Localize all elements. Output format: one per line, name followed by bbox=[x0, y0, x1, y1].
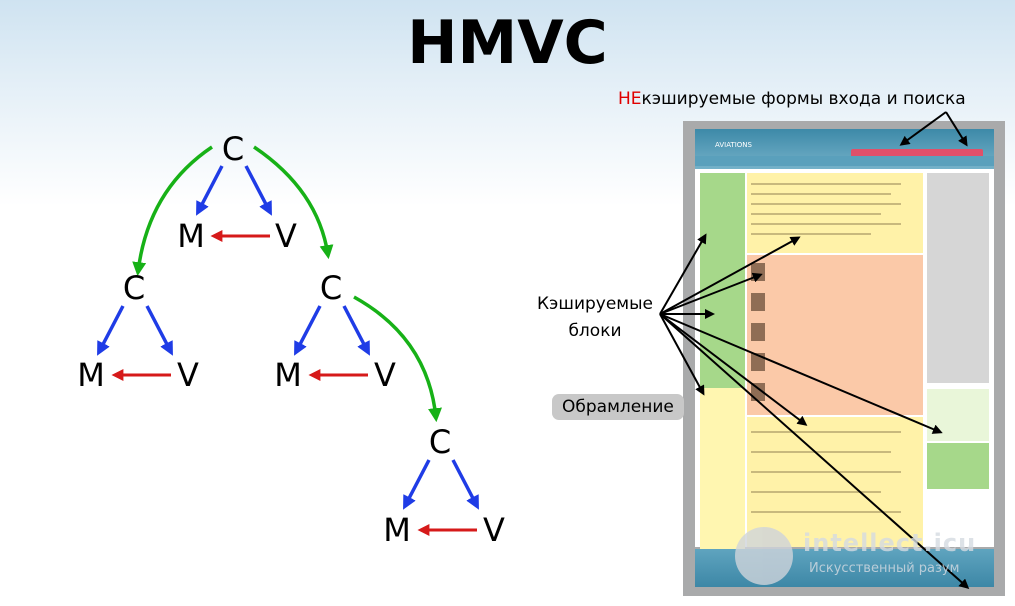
callout-cached-line1: Кэшируемые bbox=[536, 294, 654, 314]
node-controller: C bbox=[320, 269, 342, 307]
edge-c3-c4 bbox=[353, 295, 442, 423]
text-line bbox=[751, 213, 881, 215]
block-dictionary bbox=[927, 443, 989, 489]
text-line bbox=[751, 183, 901, 185]
callout-cached-line2: блоки bbox=[568, 321, 622, 341]
watermark-logo-icon bbox=[735, 527, 793, 585]
node-controller: C bbox=[222, 130, 244, 168]
site-nav-bar bbox=[695, 156, 994, 166]
edge-c1-m bbox=[196, 165, 224, 216]
person-photo bbox=[751, 323, 765, 341]
callout-not-prefix: НЕ bbox=[618, 89, 642, 109]
login-search-forms bbox=[851, 149, 983, 159]
node-view: V bbox=[374, 356, 396, 394]
watermark-name: intellect.icu bbox=[803, 529, 977, 557]
node-model: M bbox=[383, 511, 411, 549]
edge-c2-m bbox=[97, 305, 125, 356]
site-logo: AVIATIONS bbox=[715, 141, 752, 149]
text-line bbox=[751, 431, 901, 433]
node-controller: C bbox=[123, 269, 145, 307]
text-line bbox=[751, 471, 901, 473]
site-header: AVIATIONS bbox=[695, 129, 994, 176]
edge-c1-c2 bbox=[132, 145, 213, 277]
text-line bbox=[751, 233, 871, 235]
node-model: M bbox=[177, 217, 205, 255]
edge-c3-v bbox=[342, 305, 370, 356]
callout-forms-text: кэшируемые формы входа и поиска bbox=[641, 89, 966, 109]
person-photo bbox=[751, 383, 765, 401]
block-about bbox=[927, 173, 989, 383]
text-line bbox=[751, 223, 901, 225]
node-model: M bbox=[274, 356, 302, 394]
edge-c3-m bbox=[294, 305, 322, 356]
edge-c4-m bbox=[403, 459, 431, 510]
website-screenshot: AVIATIONS bbox=[683, 121, 1005, 596]
person-photo bbox=[751, 293, 765, 311]
callout-uncached-forms: НЕкэшируемые формы входа и поиска bbox=[618, 89, 966, 109]
slide-title: HMVC bbox=[407, 8, 608, 78]
edge-c2-v bbox=[145, 305, 173, 356]
edge-c1-c3 bbox=[253, 145, 334, 260]
node-view: V bbox=[275, 217, 297, 255]
text-line bbox=[751, 451, 891, 453]
node-controller: C bbox=[429, 423, 451, 461]
callout-cached-blocks: Кэшируемые блоки bbox=[530, 291, 660, 345]
watermark-subtitle: Искусственный разум bbox=[809, 561, 960, 576]
text-line bbox=[751, 193, 891, 195]
edge-c4-v bbox=[451, 459, 479, 510]
node-view: V bbox=[483, 511, 505, 549]
text-line bbox=[751, 511, 901, 513]
text-line bbox=[751, 491, 881, 493]
watermark: intellect.icu Искусственный разум bbox=[735, 527, 1015, 587]
callout-frame: Обрамление bbox=[552, 394, 684, 420]
edge-c1-v bbox=[244, 165, 272, 216]
block-companies bbox=[747, 417, 923, 547]
text-line bbox=[751, 203, 901, 205]
node-view: V bbox=[177, 356, 199, 394]
node-model: M bbox=[77, 356, 105, 394]
block-calendar bbox=[700, 388, 745, 473]
